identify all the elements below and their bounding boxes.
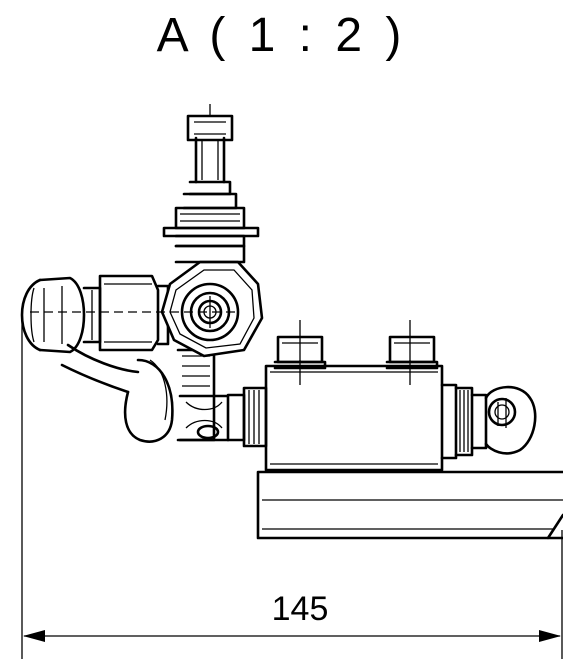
arrowhead-right-icon [539, 630, 561, 642]
bolt-right [385, 320, 439, 370]
bolt-left [273, 320, 327, 370]
right-fitting [440, 383, 537, 460]
arrowhead-left-icon [23, 630, 45, 642]
view-title: A ( 1 : 2 ) [156, 9, 407, 62]
manifold-block [264, 360, 444, 472]
elbow-pipe [60, 343, 230, 443]
block-left-fitting [226, 386, 268, 448]
valve-stem [162, 104, 260, 264]
left-horizontal-fitting [20, 274, 170, 354]
dimension-145 [21, 318, 563, 659]
base-plate [256, 470, 563, 540]
dimension-label: 145 [271, 590, 329, 628]
valve-hex-body [160, 260, 264, 358]
